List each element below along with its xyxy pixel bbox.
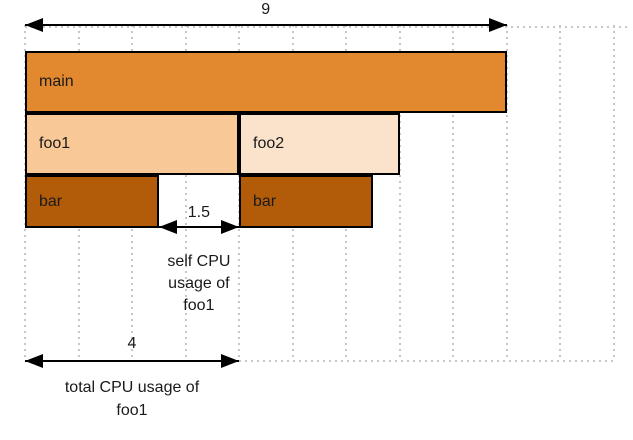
self-cpu-value: 1.5 xyxy=(187,204,210,221)
dotted-baseline-top xyxy=(25,26,628,28)
frame-foo2: foo2 xyxy=(239,113,400,175)
self-cpu-caption: self CPU usage of foo1 xyxy=(167,251,230,317)
frame-label: main xyxy=(39,73,74,90)
caption-line: foo1 xyxy=(183,297,215,314)
frame-label: foo1 xyxy=(39,135,71,152)
caption-line: usage of xyxy=(168,275,230,292)
frame-bar-under-foo1: bar xyxy=(25,175,159,228)
gridline xyxy=(612,25,615,361)
total-cpu-caption: total CPU usage of foo1 xyxy=(65,376,199,422)
frame-main: main xyxy=(25,51,507,113)
total-cpu-value: 4 xyxy=(127,335,137,352)
gridline xyxy=(559,25,561,361)
gridline xyxy=(398,25,401,361)
self-cpu-arrow xyxy=(158,220,240,234)
frame-bar-under-foo2: bar xyxy=(239,175,373,228)
total-width-value: 9 xyxy=(261,1,271,18)
dotted-baseline-bottom xyxy=(239,360,615,362)
caption-line: self CPU xyxy=(167,253,231,270)
total-width-arrow xyxy=(25,18,507,32)
gridline xyxy=(452,25,454,361)
total-cpu-arrow xyxy=(25,354,239,368)
gridline xyxy=(505,25,508,361)
frame-label: bar xyxy=(39,192,63,210)
frame-label: bar xyxy=(253,192,277,210)
frame-label: foo2 xyxy=(253,135,285,152)
caption-line: foo1 xyxy=(116,402,148,419)
frame-foo1: foo1 xyxy=(25,113,239,175)
caption-line: total CPU usage of xyxy=(64,379,200,396)
gridline xyxy=(184,25,187,361)
